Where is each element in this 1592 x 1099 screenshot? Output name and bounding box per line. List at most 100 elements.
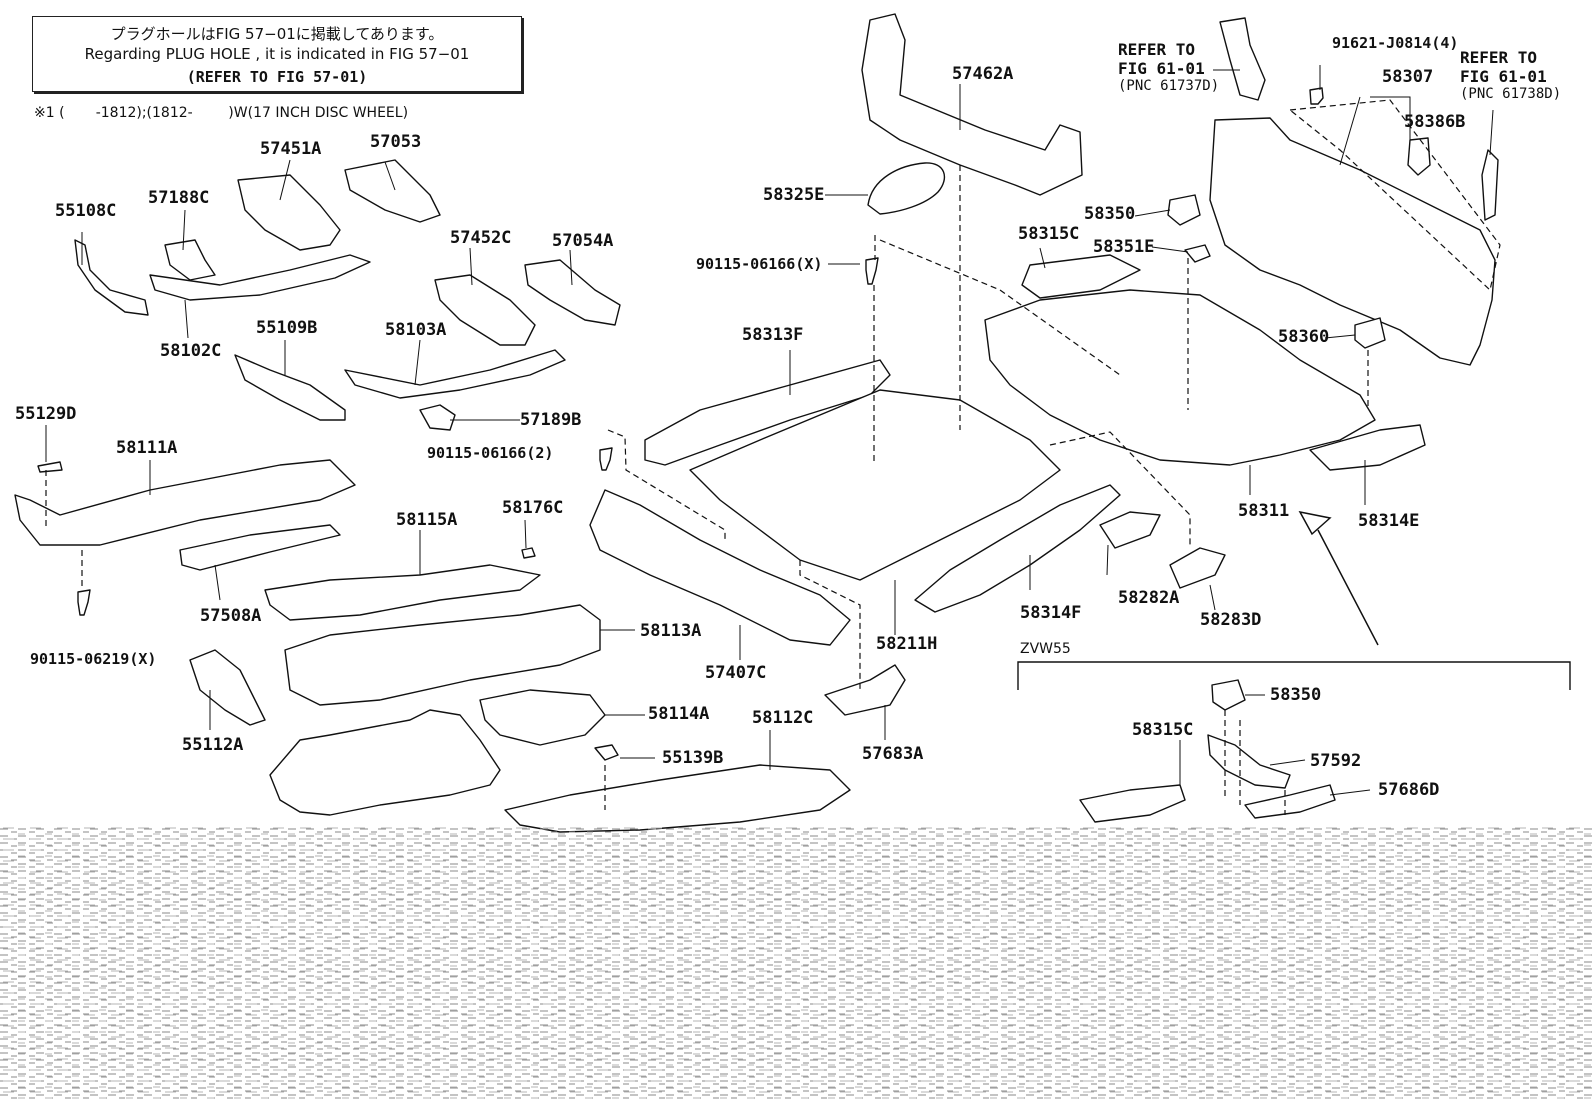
part-label[interactable]: 58307 [1382,67,1434,87]
part-label[interactable]: 55139B [662,748,724,768]
part-shape-57407c [589,489,851,646]
part-label[interactable]: 58113A [640,621,702,641]
part-shape-58315c [1021,254,1141,299]
part-label[interactable]: 58314E [1358,511,1420,531]
part-shape-bolt-90115-06219 [77,589,91,616]
scan-noise-band [0,826,1592,1099]
part-label[interactable]: 57462A [952,64,1014,84]
part-label[interactable]: 58114A [648,704,710,724]
part-label[interactable]: 90115-06219(X) [30,650,157,668]
part-label[interactable]: 57407C [705,663,767,683]
refer-callout-right[interactable]: REFER TO FIG 61-01 (PNC 61738D) [1460,48,1561,103]
part-label[interactable]: 58211H [876,634,938,654]
part-shape-58314e [1309,424,1426,471]
part-label[interactable]: 58102C [160,341,222,361]
part-shape-55108c [74,239,149,316]
part-label[interactable]: 58314F [1020,603,1082,623]
variant-label: ZVW55 [1020,641,1071,657]
refer-text: REFER TO [1460,48,1538,67]
refer-pnc: (PNC 61737D) [1118,78,1220,95]
part-shape-58307 [1209,117,1496,366]
part-label[interactable]: 55108C [55,201,117,221]
part-label[interactable]: 57686D [1378,780,1440,800]
part-shape-57054a [524,259,621,326]
part-shape-57452c [434,274,536,346]
part-label[interactable]: 90115-06166(X) [696,255,823,273]
part-label[interactable]: 58282A [1118,588,1180,608]
refer-callout-left[interactable]: REFER TO FIG 61-01 (PNC 61737D) [1118,40,1219,95]
part-shape-55129d [37,461,63,473]
refer-fig: FIG 61-01 [1460,67,1547,87]
part-shape-57462a [861,13,1083,196]
part-label[interactable]: 58386B [1404,112,1466,132]
part-label[interactable]: 58350 [1084,204,1136,224]
part-shape-58115a [264,564,541,621]
part-label[interactable]: 55129D [15,404,77,424]
part-shape-58314f [914,484,1121,613]
note-english: Regarding PLUG HOLE , it is indicated in… [84,45,470,63]
part-label[interactable]: 57592 [1310,751,1362,771]
part-label[interactable]: 58103A [385,320,447,340]
part-shape-58350 [1167,194,1201,226]
part-label[interactable]: 57188C [148,188,210,208]
part-shape-57683a [824,664,906,716]
part-label[interactable]: 58351E [1093,237,1155,257]
part-shape-58283d [1169,547,1226,589]
part-label[interactable]: 55112A [182,735,244,755]
part-label[interactable]: 57508A [200,606,262,626]
part-shape-58315c-zvw [1079,784,1186,823]
part-label[interactable]: 58315C [1132,720,1194,740]
part-shape-57188c [164,239,216,281]
part-shape-57686d [1244,784,1336,819]
part-label[interactable]: 58111A [116,438,178,458]
part-shape-58111a [14,459,356,546]
part-shape-58211h [689,389,1061,581]
part-shape-58350-zvw [1211,679,1246,711]
part-shape-55112a [189,649,266,726]
part-shape-58114a [479,689,606,746]
part-label[interactable]: 57452C [450,228,512,248]
pointer-arrow [1298,510,1379,646]
part-label[interactable]: 58112C [752,708,814,728]
note-refer: (REFER TO FIG 57-01) [186,68,368,86]
part-label[interactable]: 91621-J0814(4) [1332,34,1459,52]
part-label[interactable]: 58360 [1278,327,1330,347]
part-shape-57189b [419,404,456,431]
part-label[interactable]: 58315C [1018,224,1080,244]
part-shape-58176c [521,547,536,559]
part-shape-58311 [984,289,1376,466]
part-shape-bolt-90115-x [865,257,879,285]
refer-text: REFER TO [1118,40,1196,59]
part-label[interactable]: 58325E [763,185,825,205]
part-label[interactable]: 55109B [256,318,318,338]
wheel-footnote: ※1 ( -1812);(1812- )W(17 INCH DISC WHEEL… [34,105,409,121]
part-label[interactable]: 58350 [1270,685,1322,705]
refer-fig: FIG 61-01 [1118,59,1205,79]
part-shape-55139b [594,744,619,761]
part-label[interactable]: 57054A [552,231,614,251]
part-label[interactable]: 57451A [260,139,322,159]
part-label[interactable]: 58283D [1200,610,1262,630]
part-shape-58103a [344,349,566,399]
part-shape-58112c [504,764,851,833]
part-shape-61738d [1481,149,1499,221]
refer-pnc: (PNC 61738D) [1460,86,1562,103]
part-label[interactable]: 58176C [502,498,564,518]
part-label[interactable]: 57189B [520,410,582,430]
part-shape-frame-lower [269,709,501,816]
part-shape-55109b [234,354,346,421]
part-label[interactable]: 58115A [396,510,458,530]
part-label[interactable]: 58313F [742,325,804,345]
part-shape-57592 [1207,734,1291,789]
part-shape-58351e [1184,244,1211,263]
part-label[interactable]: 57053 [370,132,422,152]
part-shape-58360 [1354,317,1386,349]
plug-hole-note: プラグホールはFIG 57−01に掲載してあります。 Regarding PLU… [32,16,522,92]
part-label[interactable]: 58311 [1238,501,1290,521]
part-shape-57451a [237,174,341,251]
part-shape-61737d [1219,17,1266,101]
part-label[interactable]: 90115-06166(2) [427,444,554,462]
part-label[interactable]: 57683A [862,744,924,764]
